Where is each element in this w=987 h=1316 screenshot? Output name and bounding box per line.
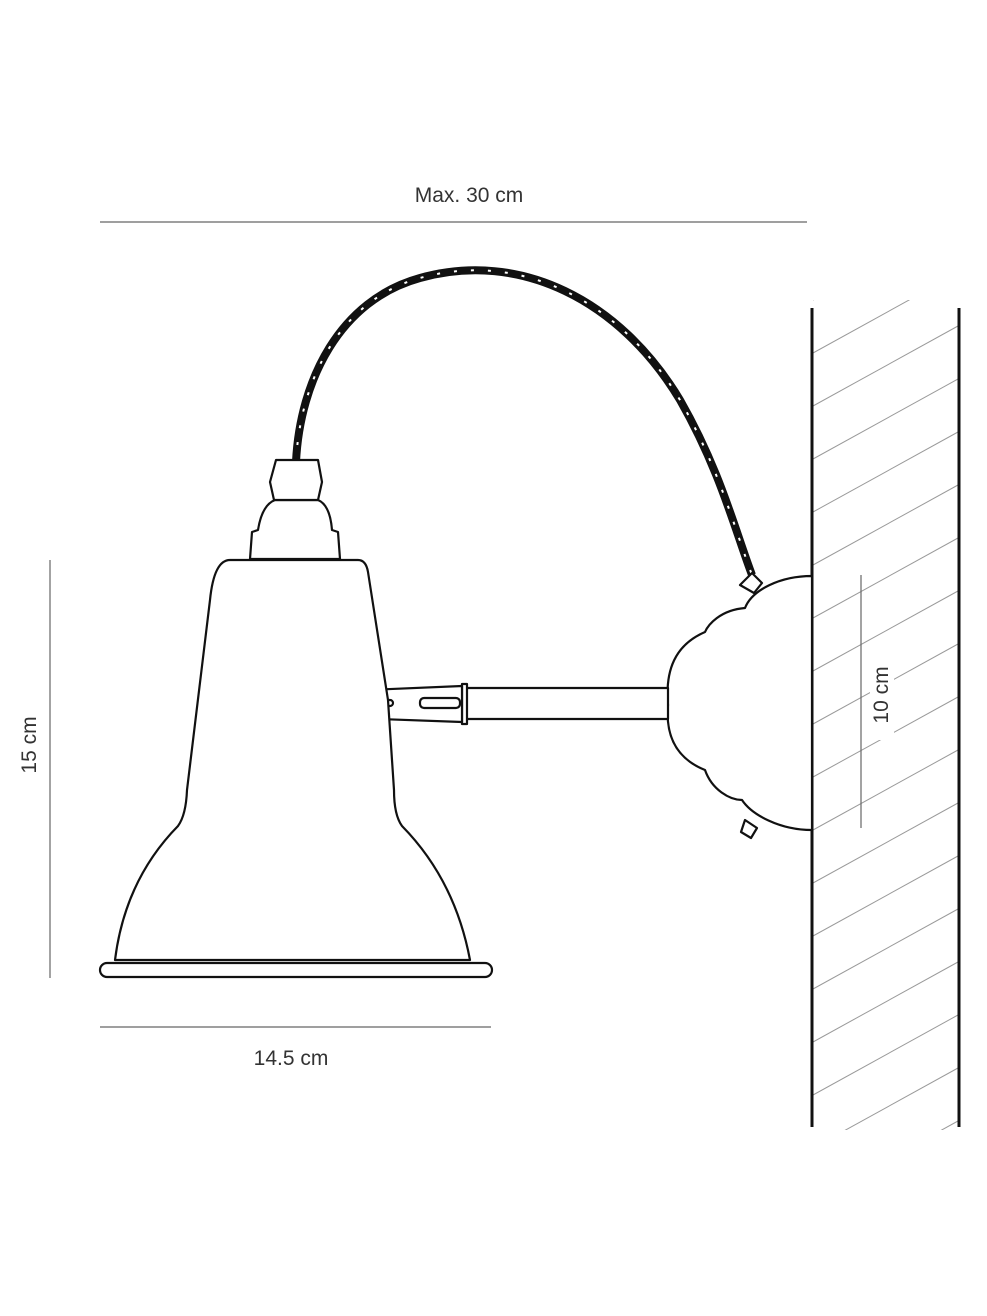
hatch-line (813, 855, 958, 937)
hatch-line (813, 1014, 958, 1096)
hatch-line (813, 908, 958, 990)
hatch-line (813, 537, 958, 619)
hatch-line (813, 300, 815, 301)
hatch-line (940, 1120, 958, 1130)
hatch-line (813, 484, 958, 566)
wall-canopy (666, 571, 814, 840)
shade-width-label: 14.5 cm (254, 1047, 329, 1070)
lamp-shade (98, 458, 494, 979)
max-width-label: Max. 30 cm (415, 184, 524, 207)
shade-rim (98, 961, 494, 979)
hatch-line (813, 590, 958, 672)
hatch-line (813, 802, 958, 884)
height-label: 15 cm (18, 716, 41, 773)
bulb-holder (248, 498, 342, 561)
hatch-line (813, 961, 958, 1043)
hatch-line (813, 378, 958, 460)
hatch-line (844, 1067, 958, 1130)
cable-grip (268, 458, 324, 502)
hatch-line (813, 431, 958, 513)
braided-cable (292, 266, 756, 577)
hatch-line (813, 325, 958, 407)
hatch-line (813, 749, 958, 831)
hatch-line (813, 300, 911, 354)
backplate-height-label: 10 cm (870, 666, 893, 723)
label-bg (870, 650, 894, 740)
